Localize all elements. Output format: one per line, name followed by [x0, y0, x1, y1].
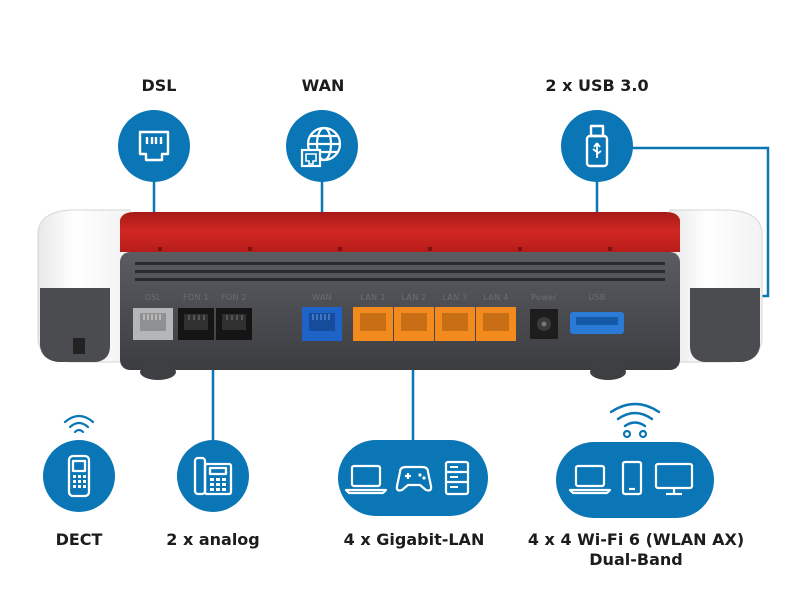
right-grip: [690, 288, 760, 362]
wan-label: WAN: [301, 76, 345, 95]
left-button: [73, 338, 85, 354]
analog-circle: [177, 440, 249, 512]
wifi-label-line2: Dual-Band: [589, 550, 683, 569]
wifi-label: 4 x 4 Wi-Fi 6 (WLAN AX) Dual-Band: [528, 530, 744, 570]
dsl-label: DSL: [141, 76, 177, 95]
tablet-icon: [621, 460, 643, 496]
wifi-label-line1: 4 x 4 Wi-Fi 6 (WLAN AX): [527, 530, 745, 549]
port-label-fon2: FON 2: [220, 293, 248, 302]
port-label-lan2: LAN 2: [401, 293, 427, 302]
usb-circle: [561, 110, 633, 182]
server-icon: [444, 460, 470, 496]
ethernet-port-icon: [138, 130, 170, 162]
laptop-icon: [568, 464, 612, 495]
globe-icon: [300, 126, 342, 168]
port-label-lan1: LAN 1: [360, 293, 386, 302]
gamepad-icon: [395, 465, 433, 492]
wifi-signal-icon: [63, 414, 95, 434]
analog-label: 2 x analog: [166, 530, 260, 549]
port-label-lan3: LAN 3: [442, 293, 468, 302]
dect-circle: [43, 440, 115, 512]
port-label-wan: WAN: [312, 293, 332, 302]
port-label-usb: USB: [588, 293, 606, 302]
lan-label: 4 x Gigabit-LAN: [343, 530, 485, 549]
wan-circle: [286, 110, 358, 182]
lan-ports: [353, 307, 516, 341]
cordless-phone-icon: [67, 454, 91, 498]
port-label-fon1: FON 1: [182, 293, 210, 302]
dect-label: DECT: [55, 530, 103, 549]
monitor-icon: [654, 462, 694, 496]
lan-devices-pill: [338, 440, 488, 516]
foot-right: [590, 364, 626, 380]
usb-stick-icon: [585, 124, 609, 168]
desk-phone-icon: [193, 456, 233, 496]
foot-left: [140, 364, 176, 380]
dsl-circle: [118, 110, 190, 182]
wifi-devices-pill: [556, 442, 714, 518]
laptop-icon: [344, 464, 388, 495]
port-label-dsl: DSL: [144, 293, 162, 302]
wifi-signal-icon: [609, 402, 661, 439]
usb-label: 2 x USB 3.0: [545, 76, 649, 95]
left-grip: [40, 288, 110, 362]
red-top-panel: [120, 212, 680, 252]
port-label-power: Power: [531, 293, 557, 302]
port-label-lan4: LAN 4: [483, 293, 509, 302]
